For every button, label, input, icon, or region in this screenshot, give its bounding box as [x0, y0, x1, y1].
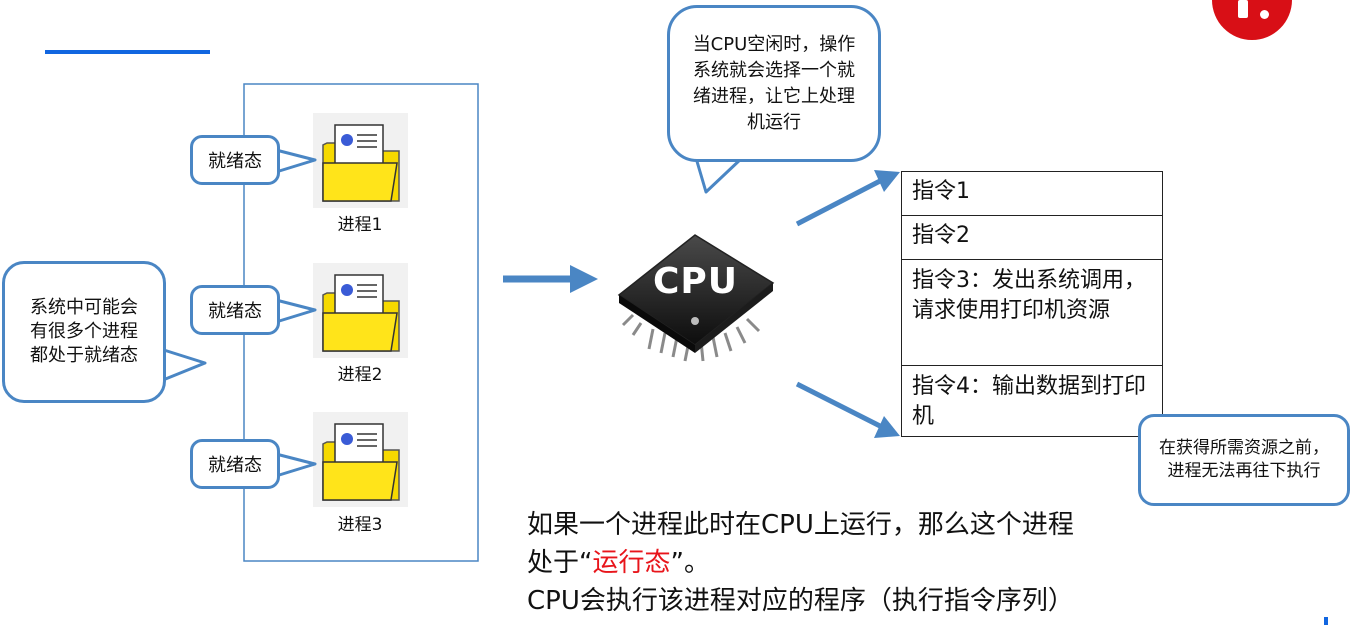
folder-icon	[322, 124, 400, 202]
state-tag-label: 就绪态	[208, 301, 262, 322]
left-note: 系统中可能会有很多个进程都处于就绪态	[2, 261, 166, 403]
state-tag-3: 就绪态	[190, 439, 280, 489]
arrow-to-cpu-head	[570, 265, 598, 293]
state-tag-label: 就绪态	[208, 455, 262, 476]
state-tag-2: 就绪态	[190, 285, 280, 335]
folder-icon	[322, 423, 400, 501]
tag-tail-2	[274, 298, 317, 324]
explanation-line-3: CPU会执行该进程对应的程序（执行指令序列）	[527, 586, 1074, 616]
right-note-text: 在获得所需资源之前，进程无法再往下执行	[1159, 438, 1329, 481]
tag-tail-3	[274, 452, 317, 478]
arrow-cpu-to-ins1	[795, 178, 882, 227]
logo-mark	[1238, 0, 1248, 18]
corner-mark	[1324, 617, 1328, 625]
cpu-icon	[617, 234, 775, 362]
top-note: 当CPU空闲时，操作系统就会选择一个就绪进程，让它上处理机运行	[667, 5, 881, 162]
left-note-text: 系统中可能会有很多个进程都处于就绪态	[30, 297, 138, 366]
logo-dot	[1260, 10, 1269, 19]
arrow-cpu-to-ins1-head	[874, 170, 900, 192]
instruction-row-2: 指令2	[902, 216, 1162, 260]
process-folder-3	[313, 412, 408, 507]
state-tag-label: 就绪态	[208, 151, 262, 172]
cpu-label: CPU	[652, 261, 739, 302]
process-folder-2	[313, 263, 408, 358]
instruction-row-3: 指令3：发出系统调用，请求使用打印机资源	[902, 260, 1162, 366]
explanation-line-1: 如果一个进程此时在CPU上运行，那么这个进程	[527, 510, 1074, 540]
process-label-3: 进程3	[337, 515, 383, 535]
right-note: 在获得所需资源之前，进程无法再往下执行	[1138, 414, 1350, 506]
bottom-explanation: 如果一个进程此时在CPU上运行，那么这个进程 处于“运行态”。 CPU会执行该进…	[527, 506, 1247, 620]
explanation-suffix: ”。	[670, 548, 710, 578]
explanation-line-2: 处于“运行态”。	[527, 544, 1247, 582]
arrow-cpu-to-ins4-head	[874, 416, 900, 438]
tag-tail-1	[274, 148, 317, 174]
instruction-row-1: 指令1	[902, 172, 1162, 216]
top-note-tail	[694, 156, 744, 194]
process-label-2: 进程2	[337, 365, 383, 385]
instruction-table: 指令1 指令2 指令3：发出系统调用，请求使用打印机资源 指令4：输出数据到打印…	[901, 171, 1163, 437]
arrow-cpu-to-ins4	[795, 381, 882, 429]
process-folder-1	[313, 113, 408, 208]
top-note-text: 当CPU空闲时，操作系统就会选择一个就绪进程，让它上处理机运行	[692, 33, 856, 133]
folder-icon	[322, 274, 400, 352]
cpu-chip: CPU	[613, 225, 778, 365]
explanation-prefix: 处于“	[527, 548, 593, 578]
title-underline	[45, 50, 210, 54]
running-state-highlight: 运行态	[592, 548, 671, 578]
state-tag-1: 就绪态	[190, 135, 280, 185]
process-label-1: 进程1	[337, 215, 383, 235]
instruction-row-4: 指令4：输出数据到打印机	[912, 374, 1146, 429]
